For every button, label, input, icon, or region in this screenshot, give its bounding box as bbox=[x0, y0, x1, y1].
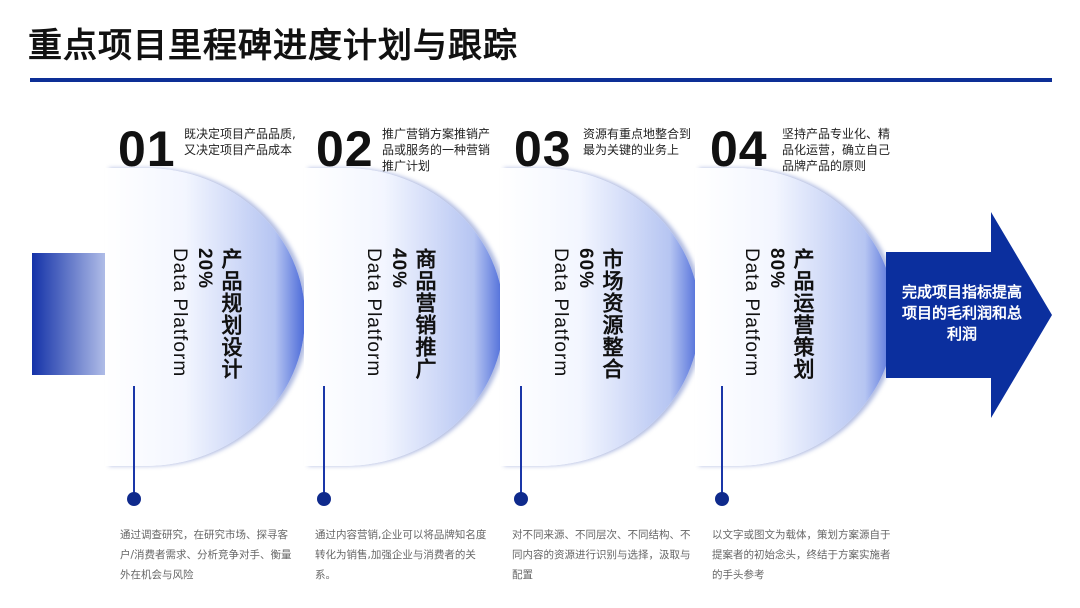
step-2-stem bbox=[323, 386, 325, 496]
step-1-dot bbox=[127, 492, 141, 506]
step-1-number: 01 bbox=[118, 121, 176, 177]
step-4-name: 产品运营策划 bbox=[791, 248, 815, 380]
step-4-percent: 80% bbox=[766, 248, 787, 290]
step-3-detail: 对不同来源、不同层次、不同结构、不同内容的资源进行识别与选择，汲取与配置 bbox=[512, 529, 691, 581]
step-1-detail: 通过调查研究，在研究市场、探寻客户/消费者需求、分析竞争对手、衡量外在机会与风险 bbox=[120, 529, 292, 581]
goal-arrow bbox=[886, 212, 1052, 418]
step-1-stem bbox=[133, 386, 135, 496]
step-4-subtitle: Data Platform bbox=[741, 248, 762, 378]
step-4-dot bbox=[715, 492, 729, 506]
step-2-number: 02 bbox=[316, 121, 374, 177]
step-2-percent: 40% bbox=[388, 248, 409, 290]
step-2-dot bbox=[317, 492, 331, 506]
step-3-subtitle: Data Platform bbox=[550, 248, 571, 378]
step-2-detail: 通过内容营销,企业可以将品牌知名度转化为销售,加强企业与消费者的关系。 bbox=[315, 529, 487, 581]
step-1-name: 产品规划设计 bbox=[219, 248, 243, 380]
step-4-stem bbox=[721, 386, 723, 496]
step-2-name: 商品营销推广 bbox=[413, 248, 437, 380]
page-title: 重点项目里程碑进度计划与跟踪 bbox=[28, 26, 518, 66]
goal-arrow-text: 完成项目指标提高项目的毛利润和总利润 bbox=[901, 283, 1022, 343]
step-3-number: 03 bbox=[514, 121, 572, 177]
step-1-subtitle: Data Platform bbox=[169, 248, 190, 378]
step-2-subtitle: Data Platform bbox=[363, 248, 384, 378]
stage-2-shape bbox=[304, 168, 504, 466]
step-3-stem bbox=[520, 386, 522, 496]
step-3-percent: 60% bbox=[575, 248, 596, 290]
step-3-description: 资源有重点地整合到最为关键的业务上 bbox=[583, 127, 692, 157]
step-4-detail: 以文字或图文为载体，策划方案源自于提案者的初始念头，终结于方案实施者的手头参考 bbox=[712, 529, 891, 581]
step-3-dot bbox=[514, 492, 528, 506]
step-2-description: 推广营销方案推销产品或服务的一种营销推广计划 bbox=[382, 127, 491, 173]
step-4-description: 坚持产品专业化、精品化运营，确立自己品牌产品的原则 bbox=[782, 127, 891, 173]
step-4-number: 04 bbox=[710, 121, 768, 177]
step-1-description: 既决定项目产品品质,又决定项目产品成本 bbox=[184, 127, 296, 157]
step-3-name: 市场资源整合 bbox=[600, 248, 624, 380]
step-1-percent: 20% bbox=[194, 248, 215, 290]
title-underline bbox=[30, 78, 1052, 82]
stage-1-shape bbox=[105, 168, 305, 466]
